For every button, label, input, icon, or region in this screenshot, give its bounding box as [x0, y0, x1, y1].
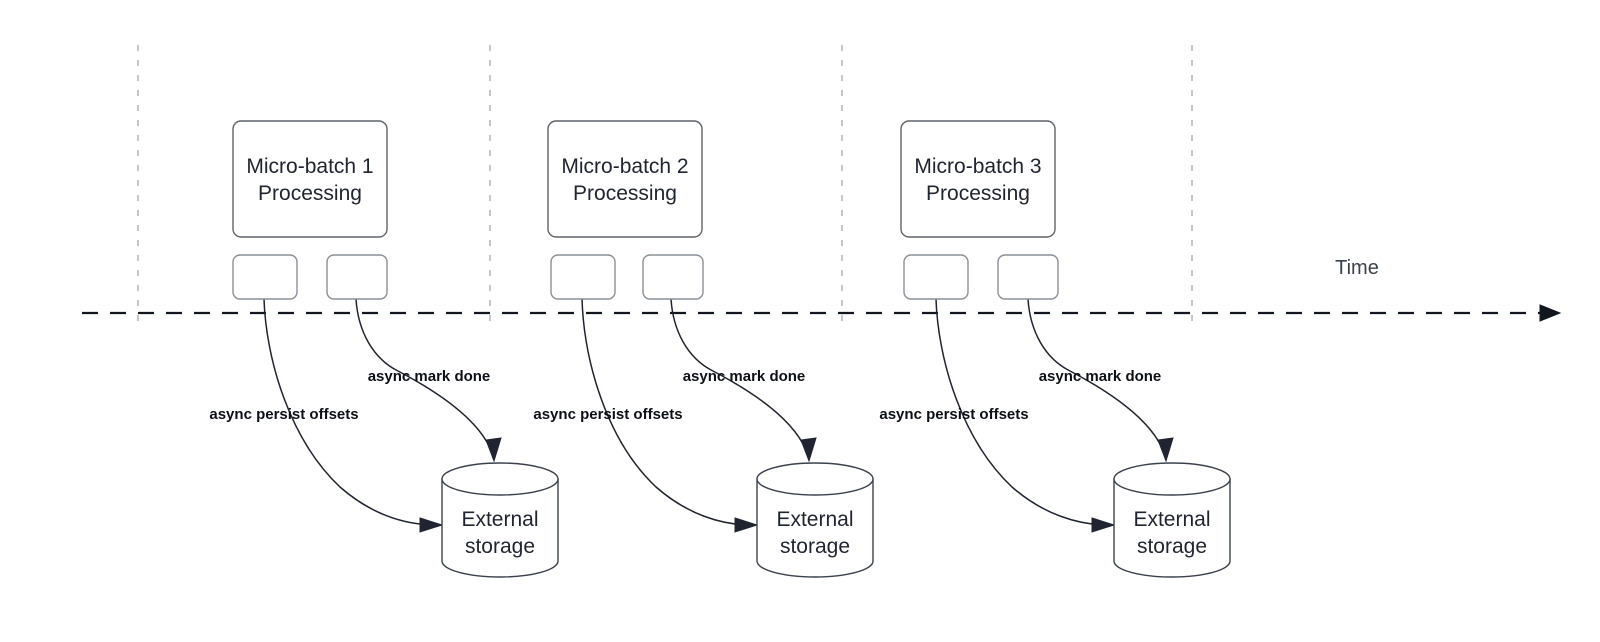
external-storage-1-line1: External — [461, 508, 538, 531]
external-storage-2-top — [756, 462, 874, 496]
external-storage-2-line1: External — [776, 508, 853, 531]
micro-batch-1-task-mark[interactable] — [326, 254, 388, 300]
micro-batch-3-box-line2: Processing — [926, 182, 1030, 205]
micro-batch-2-box[interactable] — [547, 120, 703, 238]
external-storage-3-line1: External — [1133, 508, 1210, 531]
edge-mark-done-3-arrow-icon — [1157, 437, 1174, 463]
boundary-tick-layer — [137, 45, 1193, 325]
micro-batch-2-task-mark[interactable] — [642, 254, 704, 300]
edge-mark-done-3-path — [1027, 298, 1164, 451]
edge-persist-offsets-1-arrow-icon — [419, 517, 444, 533]
external-storage-2-body[interactable] — [756, 478, 874, 578]
edge-mark-done-3-label: async mark done — [1039, 368, 1162, 385]
time-axis-arrow-icon — [1539, 304, 1562, 322]
micro-batch-3-task-persist[interactable] — [903, 254, 969, 300]
external-storage-1-line2: storage — [465, 535, 535, 558]
micro-batch-3-box-line1: Micro-batch 3 — [914, 155, 1041, 178]
time-axis-label: Time — [1335, 257, 1379, 279]
edge-mark-done-1-arrow-icon — [485, 437, 502, 463]
micro-batch-1-box-line2: Processing — [258, 182, 362, 205]
axis-label-layer: Time — [1335, 257, 1379, 279]
external-storage-3-top — [1113, 462, 1231, 496]
micro-batch-1-box[interactable] — [232, 120, 388, 238]
micro-batch-1-task-persist[interactable] — [232, 254, 298, 300]
edge-mark-done-2-label: async mark done — [683, 368, 806, 385]
micro-batch-3-box[interactable] — [900, 120, 1056, 238]
edge-persist-offsets-1-label: async persist offsets — [209, 406, 358, 423]
edge-persist-offsets-3-label: async persist offsets — [879, 406, 1028, 423]
external-storage-1-body[interactable] — [441, 478, 559, 578]
edge-label-layer: async persist offsets async mark done asyn… — [209, 368, 1161, 423]
external-storage-2-line2: storage — [780, 535, 850, 558]
micro-batch-1-box-line1: Micro-batch 1 — [246, 155, 373, 178]
edge-mark-done-2-arrow-icon — [800, 437, 817, 463]
edge-persist-offsets-2-label: async persist offsets — [533, 406, 682, 423]
edge-mark-done-2-path — [670, 298, 807, 451]
external-storage-3-line2: storage — [1137, 535, 1207, 558]
timeline-layer — [82, 304, 1562, 322]
micro-batch-2-box-line1: Micro-batch 2 — [561, 155, 688, 178]
edge-persist-offsets-1-path — [263, 298, 433, 526]
edge-persist-offsets-2-path — [581, 298, 748, 526]
micro-batch-2-box-line2: Processing — [573, 182, 677, 205]
edge-persist-offsets-2-arrow-icon — [734, 517, 759, 533]
external-storage-1-top — [441, 462, 559, 496]
edge-persist-offsets-3-arrow-icon — [1091, 517, 1116, 533]
micro-batch-2-task-persist[interactable] — [550, 254, 616, 300]
edge-mark-done-1-path — [355, 298, 492, 451]
external-storage-3-body[interactable] — [1113, 478, 1231, 578]
edge-layer — [263, 298, 1174, 533]
micro-batch-3-task-mark[interactable] — [997, 254, 1059, 300]
edge-persist-offsets-3-path — [935, 298, 1105, 526]
edge-mark-done-1-label: async mark done — [368, 368, 491, 385]
